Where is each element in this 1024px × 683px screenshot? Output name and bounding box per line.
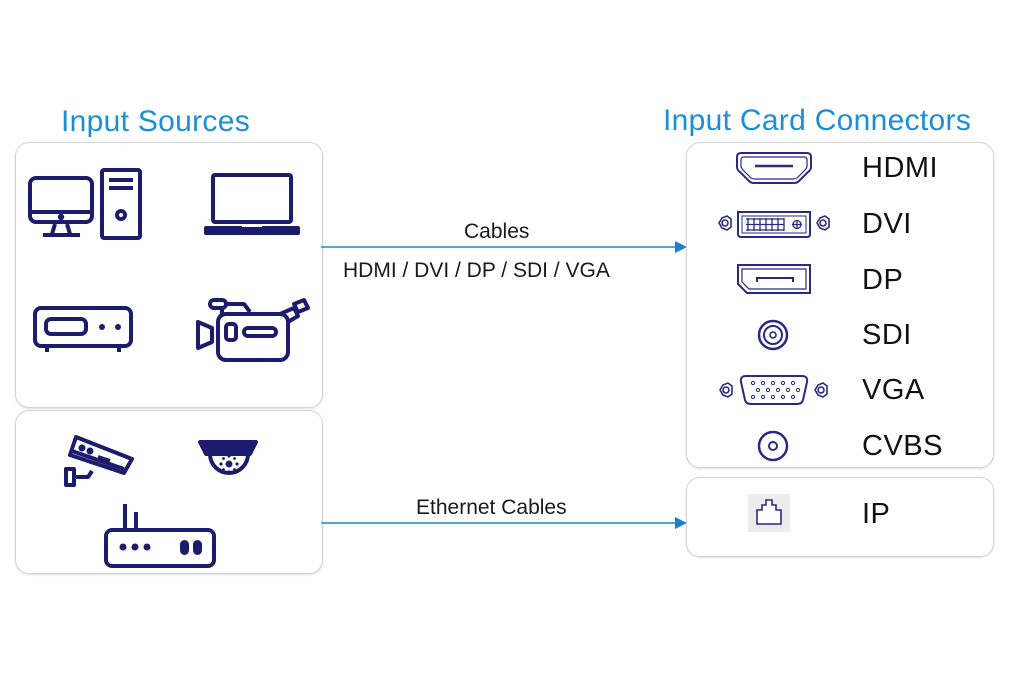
bullet-security-camera-icon — [64, 435, 134, 487]
sdi-bnc-port-icon — [757, 319, 789, 351]
ethernet-cables-arrow — [321, 517, 687, 529]
cable-types-label: HDMI / DVI / DP / SDI / VGA — [343, 259, 610, 282]
laptop-icon — [204, 173, 300, 235]
network-sources-box — [15, 410, 323, 574]
router-icon — [104, 504, 216, 568]
connector-label-dvi: DVI — [862, 208, 912, 240]
connector-label-ip: IP — [862, 498, 891, 530]
connector-label-cvbs: CVBS — [862, 430, 943, 462]
connector-label-dp: DP — [862, 264, 904, 296]
input-sources-heading: Input Sources — [61, 105, 251, 138]
video-sources-box — [15, 142, 323, 408]
input-card-connectors-heading: Input Card Connectors — [663, 104, 972, 137]
connector-label-vga: VGA — [862, 374, 925, 406]
dvi-port-icon — [718, 211, 830, 238]
set-top-box-icon — [33, 306, 133, 352]
desktop-computer-icon — [28, 168, 142, 240]
connector-label-hdmi: HDMI — [862, 152, 939, 184]
vga-port-icon — [719, 375, 828, 405]
cvbs-port-icon — [757, 430, 789, 462]
connector-label-sdi: SDI — [862, 319, 912, 351]
connectors-box — [686, 142, 994, 468]
camcorder-icon — [196, 298, 310, 362]
cables-arrow — [321, 241, 687, 253]
dome-camera-icon — [198, 440, 258, 475]
cables-label: Cables — [464, 220, 530, 243]
ethernet-cables-label: Ethernet Cables — [416, 496, 567, 519]
ip-connector-box — [686, 477, 994, 557]
hdmi-port-icon — [736, 152, 812, 184]
rj45-port-icon — [748, 494, 790, 532]
displayport-icon — [737, 264, 811, 294]
